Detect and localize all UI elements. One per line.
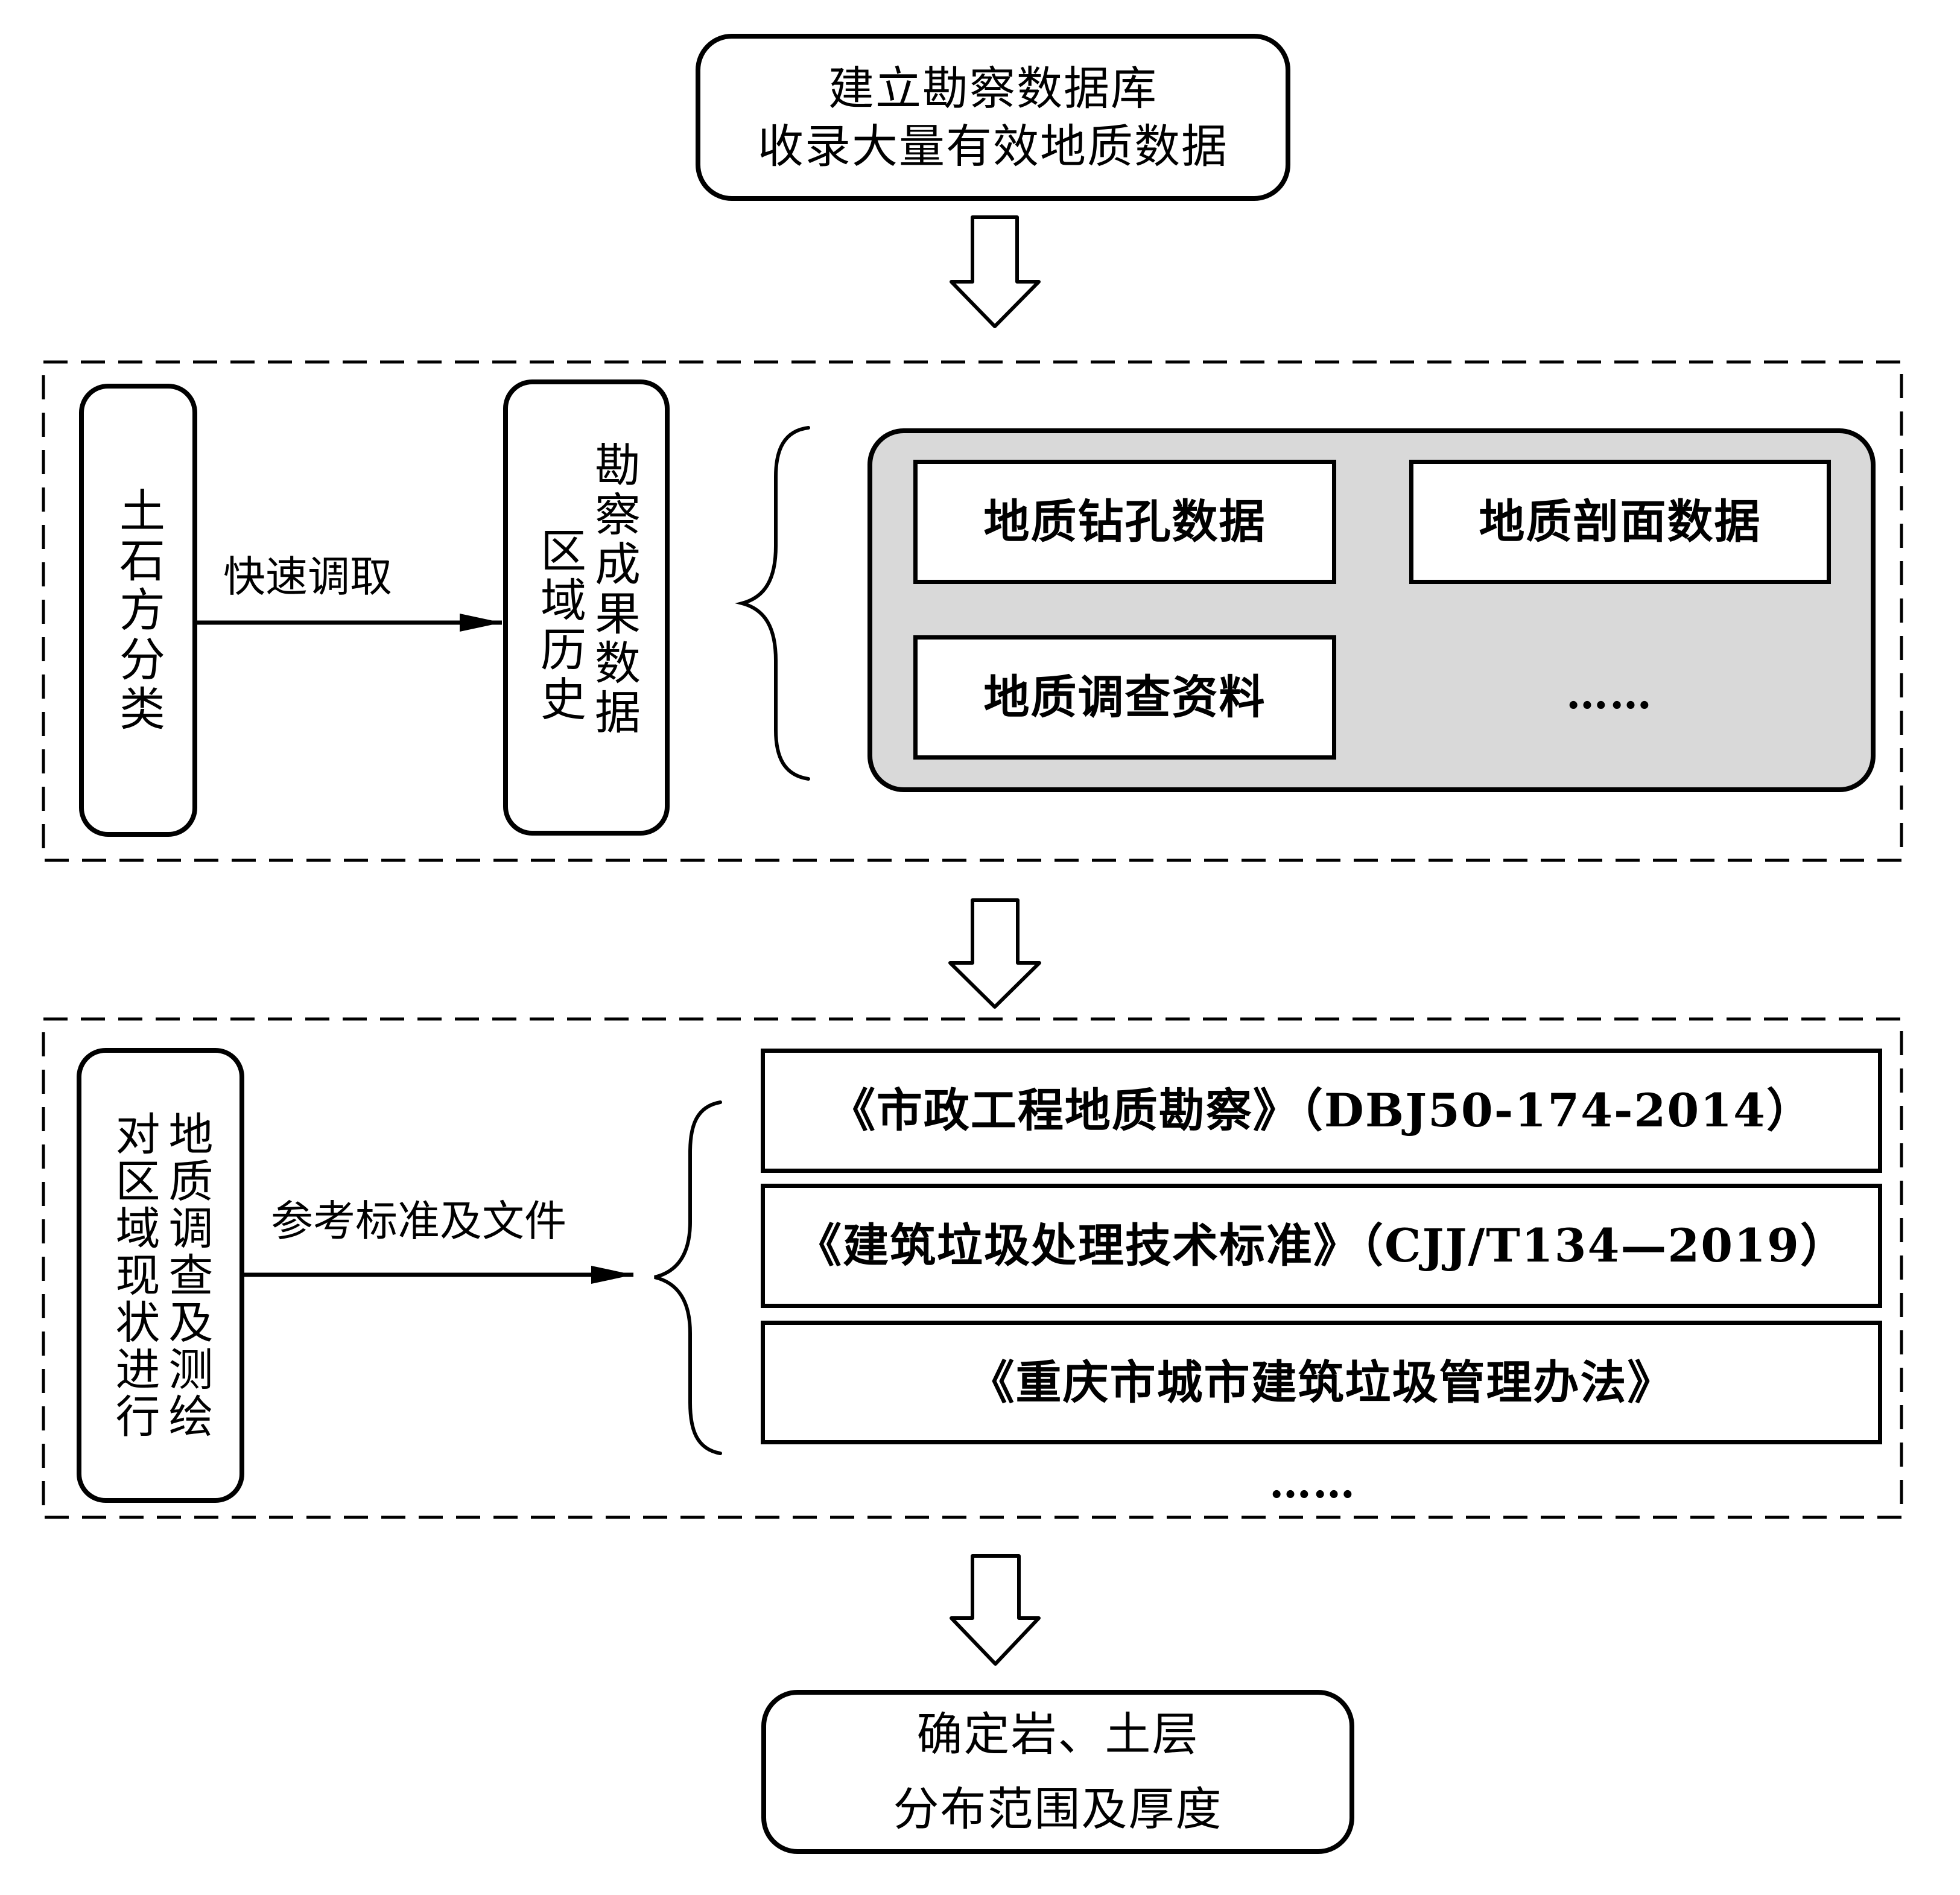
down-arrow-icon	[950, 1554, 1041, 1666]
historical-survey-data-box: 区域历史 勘察成果数据	[503, 379, 670, 836]
document-item: 《重庆市城市建筑垃圾管理办法》	[761, 1321, 1882, 1444]
document-title: 《市政工程地质勘察》（DBJ50-174-2014）	[829, 1084, 1814, 1138]
arrowhead-icon	[591, 1266, 633, 1284]
field-survey-col1: 对区域现状进行	[108, 1111, 160, 1440]
earthwork-classification-label: 土石方分类	[112, 486, 165, 734]
fetch-label: 快速调取	[223, 552, 392, 602]
document-item: 《市政工程地质勘察》（DBJ50-174-2014）	[761, 1049, 1882, 1173]
group-border-field-survey	[42, 1017, 1903, 1519]
result-box: 确定岩、土层 分布范围及厚度	[761, 1690, 1354, 1854]
data-item-borehole: 地质钻孔数据	[913, 460, 1336, 584]
start-box-build-database: 建立勘察数据库 收录大量有效地质数据	[696, 34, 1290, 201]
start-box-line2: 收录大量有效地质数据	[758, 119, 1228, 173]
result-line2: 分布范围及厚度	[893, 1782, 1223, 1836]
reference-label: 参考标准及文件	[271, 1196, 566, 1246]
group-border-historical-data	[42, 360, 1903, 862]
data-item-survey: 地质调查资料	[913, 635, 1336, 760]
field-survey-box: 对区域现状进行 地质调查及测绘	[77, 1048, 244, 1503]
historical-survey-col2: 勘察成果数据	[587, 441, 641, 738]
curly-brace-icon	[735, 426, 810, 781]
data-item-profile: 地质剖面数据	[1409, 460, 1831, 584]
data-item-profile-label: 地质剖面数据	[1479, 495, 1762, 549]
earthwork-classification-box: 土石方分类	[79, 384, 197, 837]
field-survey-col2: 地质调查及测绘	[161, 1111, 213, 1440]
down-arrow-icon	[948, 898, 1041, 1009]
arrowhead-icon	[460, 614, 502, 632]
document-item: 《建筑垃圾处理技术标准》（CJJ/T134—2019）	[761, 1184, 1882, 1308]
result-line1: 确定岩、土层	[916, 1707, 1199, 1762]
curly-brace-icon	[654, 1100, 722, 1455]
historical-survey-col1: 区域历史	[533, 527, 586, 725]
document-title: 《建筑垃圾处理技术标准》（CJJ/T134—2019）	[796, 1219, 1847, 1273]
start-box-line1: 建立勘察数据库	[828, 61, 1158, 115]
data-items-more-ellipsis: ……	[1566, 668, 1653, 719]
document-title: 《重庆市城市建筑垃圾管理办法》	[968, 1355, 1675, 1409]
documents-more-ellipsis: ……	[1269, 1458, 1356, 1508]
down-arrow-icon	[950, 215, 1041, 328]
data-item-survey-label: 地质调查资料	[983, 670, 1266, 725]
data-item-borehole-label: 地质钻孔数据	[983, 495, 1266, 549]
